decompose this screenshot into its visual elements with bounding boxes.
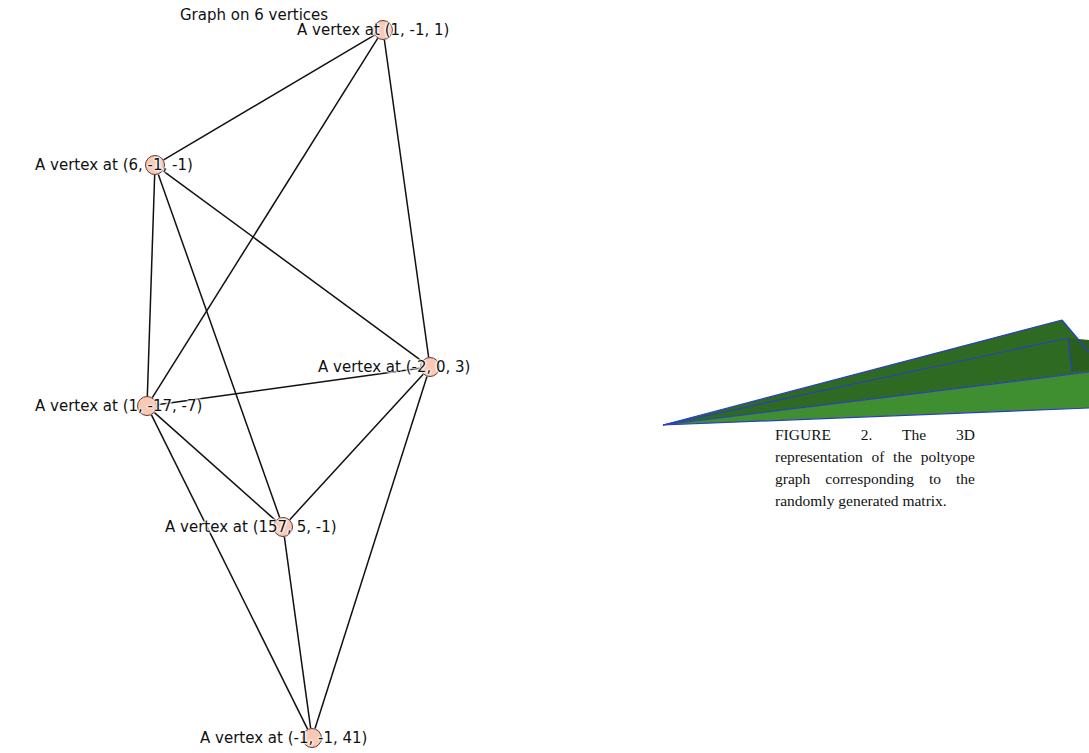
vertex-label: A vertex at (-1, -1, 41) [200, 729, 367, 747]
graph-vertex: A vertex at (1, -17, -7) [35, 395, 202, 417]
graph-vertex: A vertex at (157, 5, -1) [165, 516, 337, 538]
vertex-label: A vertex at (-2, 0, 3) [318, 358, 470, 376]
graph-edge [284, 537, 310, 728]
graph-edge [154, 413, 275, 521]
graph-edge [163, 171, 422, 361]
graph-edge [147, 175, 154, 396]
graph-edge [290, 374, 423, 519]
graph-edge [384, 40, 428, 357]
graph-vertex: A vertex at (-1, -1, 41) [200, 727, 367, 749]
graph-vertex: A vertex at (-2, 0, 3) [318, 356, 470, 378]
graph-vertex: A vertex at (6, -1, -1) [35, 154, 193, 176]
graph-edge [152, 38, 377, 397]
graph-vertex: A vertex at (1, -1, 1) [297, 19, 449, 41]
wedge-end-face [1068, 338, 1089, 372]
graph-edge [315, 377, 427, 729]
wedge-edges [663, 320, 1089, 425]
vertex-label: A vertex at (1, -17, -7) [35, 397, 202, 415]
graph-edge [164, 35, 375, 160]
vertex-label: A vertex at (1, -1, 1) [297, 21, 449, 39]
wedge-lower-face [663, 372, 1089, 425]
wedge-top-face [663, 320, 1089, 425]
vertex-label: A vertex at (6, -1, -1) [35, 156, 193, 174]
vertex-label: A vertex at (157, 5, -1) [165, 518, 337, 536]
figure-caption: FIGURE 2. The 3D representation of the p… [775, 424, 975, 512]
graph-edge [151, 415, 307, 729]
